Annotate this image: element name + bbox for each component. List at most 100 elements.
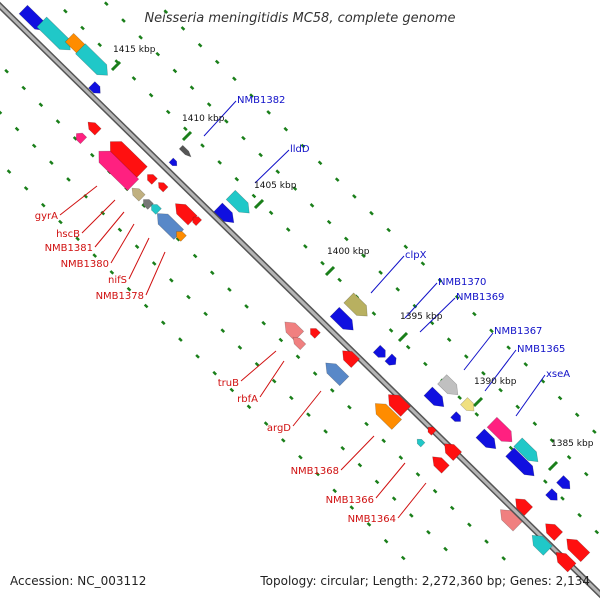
tick-mark <box>312 371 318 376</box>
gene-arrow <box>531 534 553 556</box>
gene-feature <box>342 350 361 369</box>
gene-arrow <box>143 199 154 210</box>
gene-label-NMB1380[interactable]: NMB1380 <box>61 259 109 270</box>
tick-mark <box>246 404 252 410</box>
tick-mark <box>261 320 267 326</box>
tick-mark <box>454 294 460 300</box>
gene-feature <box>75 132 88 145</box>
tick-mark <box>186 294 191 300</box>
gene-feature <box>343 292 368 317</box>
tick-mark <box>329 388 335 393</box>
gene-label-NMB1368[interactable]: NMB1368 <box>291 466 339 477</box>
tick-mark <box>484 539 489 544</box>
tick-mark <box>472 311 477 317</box>
tick-mark <box>300 143 306 149</box>
gene-label-argD[interactable]: argD <box>267 423 291 434</box>
gene-label-NMB1382[interactable]: NMB1382 <box>237 95 285 106</box>
gene-arrow <box>343 292 368 317</box>
tick-mark <box>289 395 294 401</box>
gene-feature <box>372 344 386 358</box>
tick-mark <box>55 119 61 124</box>
tick-mark <box>212 370 218 376</box>
tick-mark <box>540 378 546 384</box>
tick-mark <box>165 109 171 115</box>
scale-tick <box>181 130 193 142</box>
tick-mark <box>515 404 521 410</box>
gene-label-NMB1381[interactable]: NMB1381 <box>45 243 93 254</box>
gene-label-clpX[interactable]: clpX <box>405 250 427 261</box>
leader-line <box>340 435 375 471</box>
gene-label-truB[interactable]: truB <box>218 378 239 389</box>
tick-mark <box>141 203 147 208</box>
tick-mark <box>175 236 181 242</box>
tick-mark <box>200 143 205 148</box>
kbp-label-1415: 1415 kbp <box>113 45 156 55</box>
tick-mark <box>594 529 600 535</box>
gene-feature <box>423 386 445 408</box>
gene-arrow <box>515 498 534 517</box>
gene-arrow <box>75 43 108 76</box>
tick-mark <box>244 304 249 309</box>
gene-arrow <box>342 350 361 369</box>
gene-label-NMB1369[interactable]: NMB1369 <box>456 292 504 303</box>
gene-label-xseA[interactable]: xseA <box>546 369 570 380</box>
gene-label-NMB1366[interactable]: NMB1366 <box>326 495 374 506</box>
tick-mark <box>357 462 363 468</box>
scale-tick <box>472 396 484 408</box>
map-title: Neisseria meningitidis MC58, complete ge… <box>144 11 455 26</box>
tick-mark <box>234 176 240 182</box>
tick-mark <box>437 278 443 283</box>
tick-mark <box>326 219 332 225</box>
gene-arrow <box>175 203 198 226</box>
tick-mark <box>271 378 277 384</box>
leader-line <box>59 185 98 216</box>
gene-label-NMB1364[interactable]: NMB1364 <box>348 514 396 525</box>
gene-feature <box>460 397 475 412</box>
gene-features <box>18 4 591 573</box>
gene-arrow <box>566 538 591 563</box>
tick-mark <box>388 328 394 333</box>
tick-mark <box>183 126 188 132</box>
tick-mark <box>467 522 472 528</box>
tick-mark <box>489 328 494 334</box>
gene-feature <box>531 534 553 556</box>
gene-arrow <box>555 551 577 573</box>
tick-mark <box>49 160 54 165</box>
tick-mark <box>429 320 435 326</box>
tick-mark <box>229 387 235 393</box>
gene-label-rbfA[interactable]: rbfA <box>237 394 258 405</box>
gene-label-gyrA[interactable]: gyrA <box>35 211 58 222</box>
gene-label-nifS[interactable]: nifS <box>108 275 127 286</box>
tick-mark <box>412 303 418 309</box>
tick-mark <box>63 8 68 14</box>
tick-mark <box>195 354 200 359</box>
tick-mark <box>398 455 404 460</box>
tick-mark <box>254 361 260 367</box>
tick-mark <box>38 102 44 108</box>
leader-line <box>240 350 277 382</box>
tick-mark <box>592 429 597 434</box>
tick-mark <box>192 253 198 259</box>
tick-mark <box>155 51 161 57</box>
gene-label-NMB1378[interactable]: NMB1378 <box>96 291 144 302</box>
gene-arrow <box>437 374 459 396</box>
gene-label-lldD[interactable]: lldD <box>290 144 310 155</box>
tick-mark <box>298 454 303 460</box>
gene-label-hscB[interactable]: hscB <box>56 229 80 240</box>
scale-tick <box>253 198 265 210</box>
gene-feature <box>555 551 577 573</box>
gene-feature <box>147 174 158 185</box>
tick-mark <box>292 186 298 191</box>
gene-label-NMB1365[interactable]: NMB1365 <box>517 344 565 355</box>
tick-mark <box>334 177 340 182</box>
leader-line <box>375 462 406 499</box>
gene-label-NMB1370[interactable]: NMB1370 <box>438 277 486 288</box>
tick-mark <box>92 253 98 258</box>
gene-label-NMB1367[interactable]: NMB1367 <box>494 326 542 337</box>
gene-arrow <box>475 428 497 450</box>
kbp-label-1400: 1400 kbp <box>327 247 370 257</box>
gene-feature <box>427 426 437 436</box>
gene-feature <box>98 150 140 191</box>
tick-mark <box>315 471 320 477</box>
scale-tick <box>397 331 409 343</box>
